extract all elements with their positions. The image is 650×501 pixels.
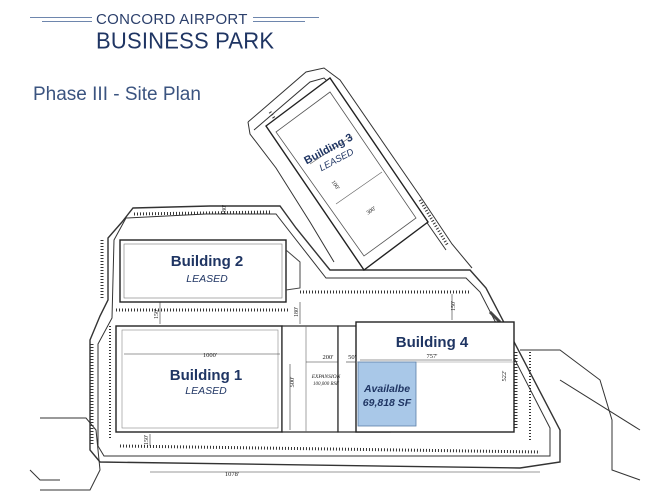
brand-rule-right-bottom (253, 21, 305, 22)
dim-expansion-width: 200' (323, 354, 334, 361)
page-title: Phase III - Site Plan (33, 84, 201, 105)
available-unit-label-line1: Availalbe (363, 383, 410, 395)
building-4-name: Building 4 (396, 334, 469, 351)
dim-b4-top: 150' (451, 301, 457, 311)
dim-b4-depth: 522' (501, 371, 508, 382)
expansion-area (281, 325, 339, 433)
dim-b1-bottom-left: 150' (144, 435, 150, 445)
building-1-status: LEASED (185, 385, 227, 397)
dim-b3-depth: 100' (330, 180, 341, 192)
expansion-label-line1: EXPANSION (311, 374, 341, 380)
building-1-name: Building 1 (170, 367, 243, 384)
building-3 (265, 77, 429, 271)
dim-b2-gap: 180' (294, 307, 300, 317)
building-1 (115, 325, 283, 433)
available-unit-label-line2: 69,818 SF (363, 397, 412, 409)
brand-rule-right-top (253, 17, 319, 18)
dim-b2-side: 150' (154, 309, 160, 319)
dim-b3-width-group: 300' (366, 206, 378, 217)
dim-top-180: 180' (222, 205, 228, 215)
dim-b3-width: 300' (366, 206, 378, 217)
building-2-name: Building 2 (171, 253, 244, 270)
brand-title-line1: CONCORD AIRPORT (96, 11, 248, 28)
dim-bottom: 1078' (225, 471, 239, 478)
dim-gap-50: 50' (348, 354, 356, 361)
building-2 (119, 239, 301, 303)
building-2-status: LEASED (186, 273, 228, 285)
expansion-label-line2: 100,000 RSF (313, 382, 340, 387)
brand-title-line2: BUSINESS PARK (96, 27, 275, 54)
brand-rule-left-bottom (42, 21, 92, 22)
brand-header: CONCORD AIRPORT BUSINESS PARK (0, 0, 650, 60)
building-4 (337, 321, 515, 433)
dim-b1-width: 1000' (203, 352, 217, 359)
dimension-lines (124, 294, 540, 473)
brand-rule-left-top (30, 17, 92, 18)
dim-b3-depth-group: 100' (330, 180, 341, 192)
dim-b1-depth: 500' (289, 377, 296, 388)
dim-b4-width: 757' (427, 353, 438, 360)
available-unit (357, 361, 417, 427)
